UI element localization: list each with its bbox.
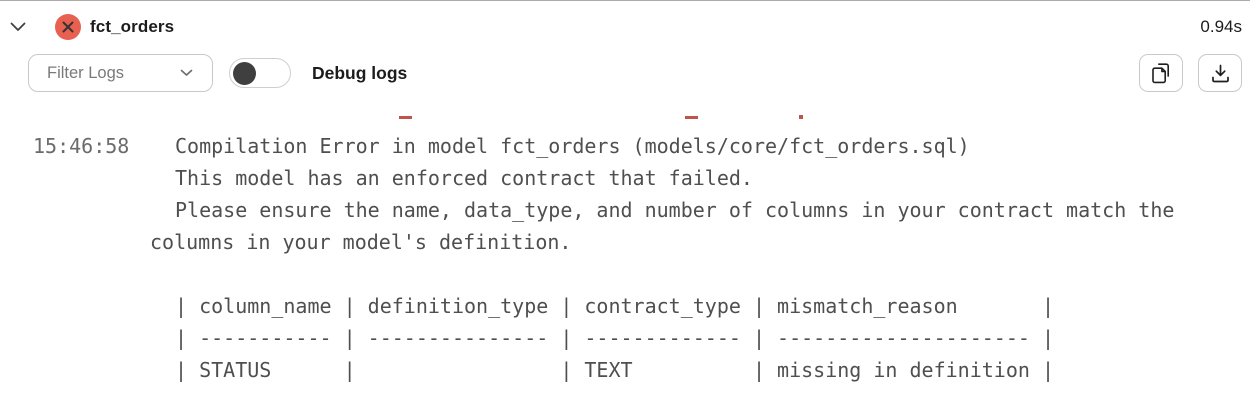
download-icon bbox=[1211, 64, 1229, 82]
log-line: Please ensure the name, data_type, and n… bbox=[175, 198, 1175, 222]
copy-icon bbox=[1151, 62, 1169, 83]
debug-logs-toggle[interactable] bbox=[229, 58, 291, 88]
filter-logs-dropdown[interactable]: Filter Logs bbox=[28, 54, 213, 92]
log-line: This model has an enforced contract that… bbox=[175, 166, 753, 190]
log-line: | ----------- | --------------- | ------… bbox=[175, 326, 1054, 350]
log-toolbar: Filter Logs Debug logs bbox=[0, 51, 1250, 95]
run-duration: 0.94s bbox=[1200, 17, 1242, 36]
log-entry: 15:46:58 Compilation Error in model fct_… bbox=[33, 130, 1174, 386]
log-panel-header: fct_orders 0.94s bbox=[0, 1, 1250, 53]
clipped-red-text-fragment bbox=[685, 116, 698, 119]
log-line: columns in your model's definition. bbox=[150, 230, 572, 254]
log-line bbox=[175, 258, 1174, 290]
model-name: fct_orders bbox=[90, 17, 175, 36]
debug-logs-label: Debug logs bbox=[312, 62, 408, 83]
log-timestamp: 15:46:58 bbox=[33, 134, 130, 158]
download-logs-button[interactable] bbox=[1198, 54, 1242, 92]
collapse-chevron-icon[interactable] bbox=[10, 19, 26, 35]
log-line: | column_name | definition_type | contra… bbox=[175, 294, 1054, 318]
copy-logs-button[interactable] bbox=[1139, 54, 1183, 92]
log-output[interactable]: 15:46:58 Compilation Error in model fct_… bbox=[0, 97, 1250, 404]
clipped-red-text-fragment bbox=[399, 116, 412, 119]
toggle-knob bbox=[233, 61, 256, 85]
log-message: Compilation Error in model fct_orders (m… bbox=[150, 130, 1175, 386]
filter-logs-label: Filter Logs bbox=[47, 63, 125, 82]
log-line: Compilation Error in model fct_orders (m… bbox=[175, 134, 970, 158]
error-x-icon bbox=[55, 14, 81, 40]
clipped-red-text-fragment bbox=[799, 115, 803, 119]
chevron-down-icon bbox=[180, 69, 193, 76]
log-line: | STATUS | | TEXT | missing in definitio… bbox=[175, 358, 1054, 382]
